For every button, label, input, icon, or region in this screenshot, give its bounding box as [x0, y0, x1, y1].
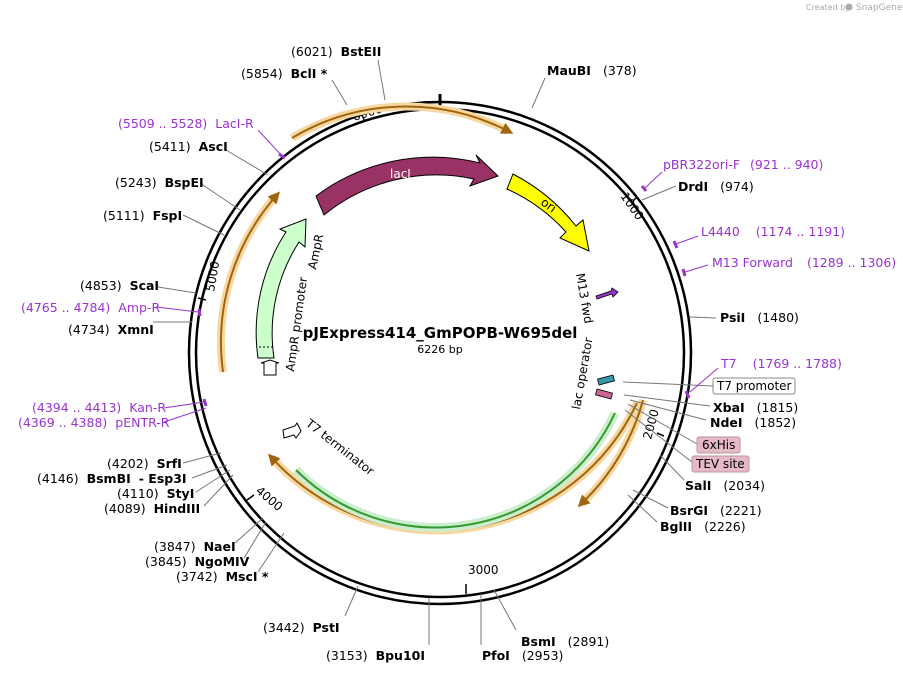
- site-BstEII[interactable]: (6021)BstEII: [291, 44, 381, 59]
- site-PfoI[interactable]: PfoI(2953): [482, 648, 563, 663]
- site-Bpu10I[interactable]: (3153)Bpu10I: [326, 648, 425, 663]
- site-SalI[interactable]: SalI(2034): [685, 478, 765, 493]
- tick-5000: 5000: [197, 260, 222, 301]
- primer-pBR322ori-F[interactable]: pBR322ori-F(921 .. 940): [663, 157, 823, 172]
- site-BspEI[interactable]: (5243)BspEI: [115, 175, 204, 190]
- snapgene-logo-icon: [845, 3, 853, 11]
- site-FspI[interactable]: (5111)FspI: [103, 208, 182, 223]
- lac-operator-box2[interactable]: [595, 388, 613, 400]
- site-StyI[interactable]: (4110)StyI: [117, 486, 194, 501]
- cds-insert: [295, 412, 616, 529]
- site-MauBI[interactable]: MauBI(378): [547, 63, 637, 78]
- site-BclI[interactable]: (5854)BclI *: [241, 66, 328, 81]
- credit-brand: SnapGene: [856, 3, 903, 13]
- tick-3000: 3000: [465, 563, 499, 594]
- site-BsrGI[interactable]: BsrGI(2221): [670, 503, 762, 518]
- lacI-label: lacI: [390, 167, 411, 181]
- site-BglII[interactable]: BglII(2226): [660, 519, 746, 534]
- site-XbaI[interactable]: XbaI(1815): [713, 400, 798, 415]
- his-tag-box[interactable]: [696, 436, 741, 454]
- T7-promoter-label: T7 promoter: [716, 379, 792, 393]
- svg-text:5000: 5000: [203, 260, 222, 293]
- site-PstI[interactable]: (3442)PstI: [263, 620, 340, 635]
- site-PsiI[interactable]: PsiI(1480): [720, 310, 799, 325]
- M13-fwd-label: M13 fwd: [573, 272, 596, 325]
- credit-text: Created by: [806, 3, 850, 12]
- tev-site-label: TEV site: [695, 457, 745, 471]
- ori-feature[interactable]: [506, 173, 590, 252]
- plasmid-size: 6226 bp: [417, 343, 462, 356]
- site-MscI[interactable]: (3742)MscI *: [176, 569, 269, 584]
- primer-M13-Forward[interactable]: M13 Forward(1289 .. 1306): [712, 255, 896, 270]
- site-NaeI[interactable]: (3847)NaeI: [154, 539, 236, 554]
- primer-Kan-R[interactable]: (4394 .. 4413)Kan-R: [32, 400, 166, 415]
- primer-pENTR-R[interactable]: (4369 .. 4388)pENTR-R: [18, 415, 170, 430]
- site-BsmI[interactable]: BsmI(2891): [521, 634, 609, 649]
- lac-operator-label: lac operator: [569, 336, 595, 410]
- T7-promoter-box[interactable]: [712, 377, 796, 395]
- orf-top: [291, 105, 514, 139]
- tev-site-box[interactable]: [691, 455, 750, 473]
- primer-Amp-R[interactable]: (4765 .. 4784)Amp-R: [21, 300, 160, 315]
- M13-fwd-primer-icon[interactable]: [595, 287, 619, 300]
- orf-right-small: [577, 399, 644, 508]
- lacI-feature[interactable]: [315, 154, 499, 216]
- primer-T7[interactable]: T7(1769 .. 1788): [720, 356, 842, 371]
- site-DrdI[interactable]: DrdI(974): [678, 179, 754, 194]
- orf-left: [220, 191, 280, 373]
- LacI-R-mark: [278, 152, 286, 160]
- primer-LacI-R[interactable]: (5509 .. 5528)LacI-R: [118, 116, 254, 131]
- lac-operator-box[interactable]: [597, 374, 615, 386]
- plasmid-name: pJExpress414_GmPOPB-W695del: [303, 324, 578, 342]
- site-NgoMIV[interactable]: (3845)NgoMIV: [145, 554, 250, 569]
- AmpR-feature[interactable]: [255, 218, 307, 359]
- svg-text:3000: 3000: [468, 563, 499, 577]
- site-XmnI[interactable]: (4734)XmnI: [68, 322, 154, 337]
- AmpR-promoter-arrow[interactable]: [260, 359, 280, 376]
- site-AscI[interactable]: (5411)AscI: [149, 139, 228, 154]
- svg-text:4000: 4000: [253, 484, 285, 514]
- site-NdeI[interactable]: NdeI(1852): [710, 415, 796, 430]
- AmpR-label: AmpR: [305, 233, 326, 271]
- site-BsmBI[interactable]: (4146)BsmBI- Esp3I: [37, 471, 187, 486]
- T7-terminator-arrow[interactable]: [282, 422, 302, 439]
- site-SrfI[interactable]: (4202)SrfI: [107, 456, 182, 471]
- T7-terminator-label: T7 terminator: [302, 416, 377, 479]
- his-tag-label: 6xHis: [702, 438, 735, 452]
- primer-L4440[interactable]: L4440(1174 .. 1191): [701, 224, 845, 239]
- site-ScaI[interactable]: (4853)ScaI: [80, 278, 159, 293]
- site-HindIII[interactable]: (4089)HindIII: [104, 501, 200, 516]
